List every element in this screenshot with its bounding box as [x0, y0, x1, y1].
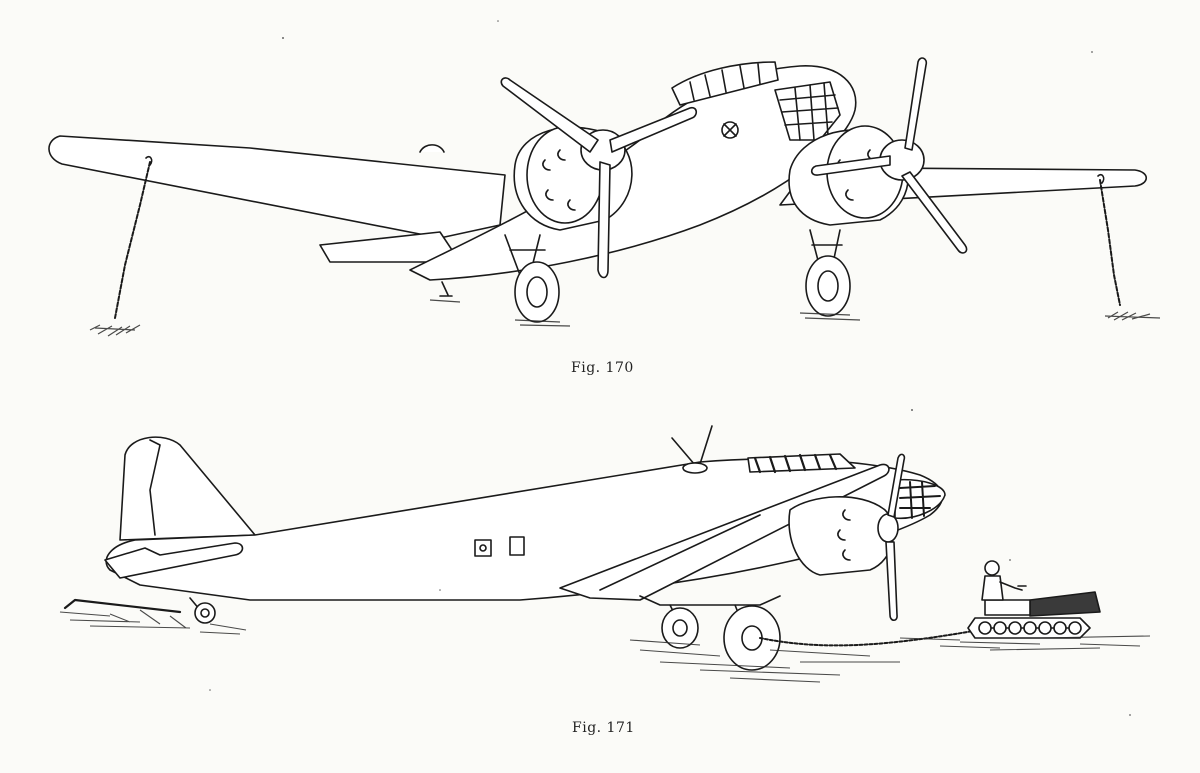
right-wheel: [805, 255, 851, 317]
left-propeller: [500, 77, 698, 279]
driver-head: [984, 560, 1000, 576]
right-tiedown-rope: [1099, 179, 1121, 306]
fuselage-window: [474, 539, 492, 557]
fuselage-door: [509, 536, 525, 556]
tail-fin: [119, 436, 256, 541]
figure-171-illustration: [0, 400, 1200, 710]
left-wheel: [514, 261, 560, 323]
horizontal-stabilizer: [104, 542, 244, 579]
right-propeller: [810, 57, 968, 254]
left-wing: [48, 135, 506, 239]
side-front-wheel: [661, 607, 699, 649]
tow-cable: [759, 627, 991, 647]
side-propeller: [885, 453, 906, 622]
figure-170-caption: Fig. 170: [571, 360, 634, 376]
tail-tow-bar: [63, 598, 182, 614]
left-tiedown-rope: [114, 161, 151, 319]
figure-170-illustration: [0, 0, 1200, 360]
tail-wheel: [194, 602, 216, 624]
crawler-tractor: [967, 560, 1101, 639]
side-main-wheel: [723, 605, 781, 671]
figure-171-caption: Fig. 171: [572, 720, 635, 736]
side-engine: [788, 496, 895, 576]
